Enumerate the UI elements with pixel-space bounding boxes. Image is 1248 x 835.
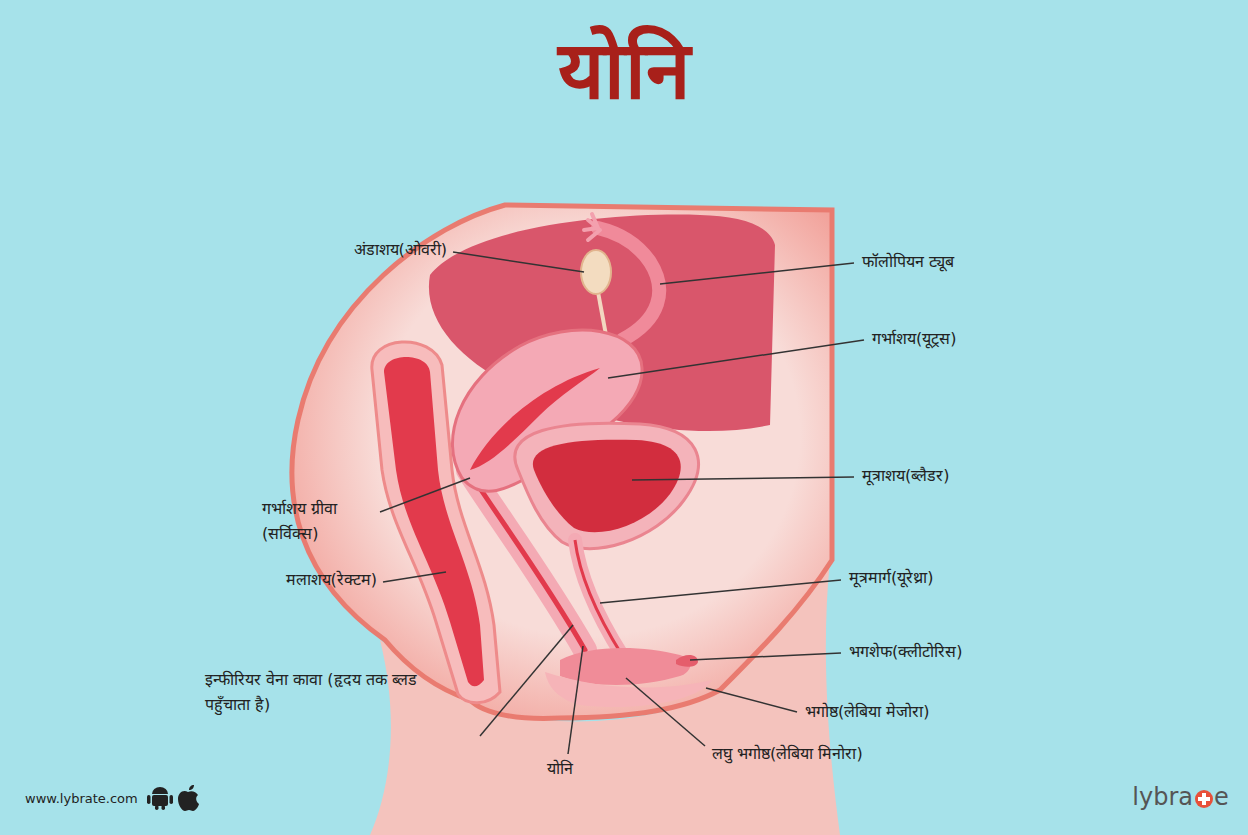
leader-line: [383, 572, 446, 582]
part-label: लघु भगोष्ठ(लेबिया मिनोरा): [712, 742, 863, 767]
leader-line: [480, 625, 573, 736]
logo-text: e: [1214, 783, 1229, 812]
leader-line: [608, 340, 864, 378]
leader-line: [632, 477, 854, 480]
part-label: भगोष्ठ(लेबिया मेजोरा): [805, 700, 930, 725]
leader-line: [380, 478, 470, 512]
leader-line: [453, 252, 584, 272]
part-label: मूत्रमार्ग(यूरेथ्रा): [849, 566, 933, 591]
logo-text: lybra: [1132, 783, 1193, 812]
leader-line: [626, 678, 705, 746]
part-label: इन्फीरियर वेना कावा (हृदय तक ब्लड पहुँचा…: [205, 668, 430, 718]
labia-majora: [545, 672, 712, 707]
leader-line: [690, 653, 841, 660]
apple-icon: [178, 785, 199, 811]
leader-line: [660, 263, 854, 284]
leader-lines: [380, 252, 864, 754]
part-label: गर्भाशय(यूट्रस): [872, 327, 956, 352]
part-label: अंडाशय(ओवरी): [354, 238, 447, 263]
bladder-inner: [533, 440, 681, 533]
android-icon: [147, 787, 173, 810]
part-label: योनि: [547, 757, 573, 782]
urethra-inner: [575, 540, 622, 655]
logo-icon: [1195, 790, 1213, 808]
clitoris: [676, 655, 698, 667]
urethra: [575, 540, 622, 655]
part-label: मूत्राशय(ब्लैडर): [862, 464, 949, 489]
body-outline: [292, 205, 832, 718]
watermark: www.lybrate.com: [25, 789, 138, 809]
part-label: मलाशय(रेक्टम): [286, 568, 377, 593]
title: योनि: [0, 22, 1248, 118]
fimbriae: [584, 214, 600, 240]
part-label: फॉलोपियन ट्यूब: [862, 250, 954, 275]
ovary: [581, 250, 611, 294]
part-label: गर्भाशय ग्रीवा (सर्विक्स): [262, 497, 374, 547]
ovarian-ligament: [598, 292, 606, 335]
leader-line: [706, 688, 797, 712]
leader-line: [568, 646, 583, 754]
bladder: [515, 423, 699, 548]
part-label: भगशेफ(क्लीटोरिस): [849, 640, 962, 665]
leader-line: [600, 580, 841, 603]
